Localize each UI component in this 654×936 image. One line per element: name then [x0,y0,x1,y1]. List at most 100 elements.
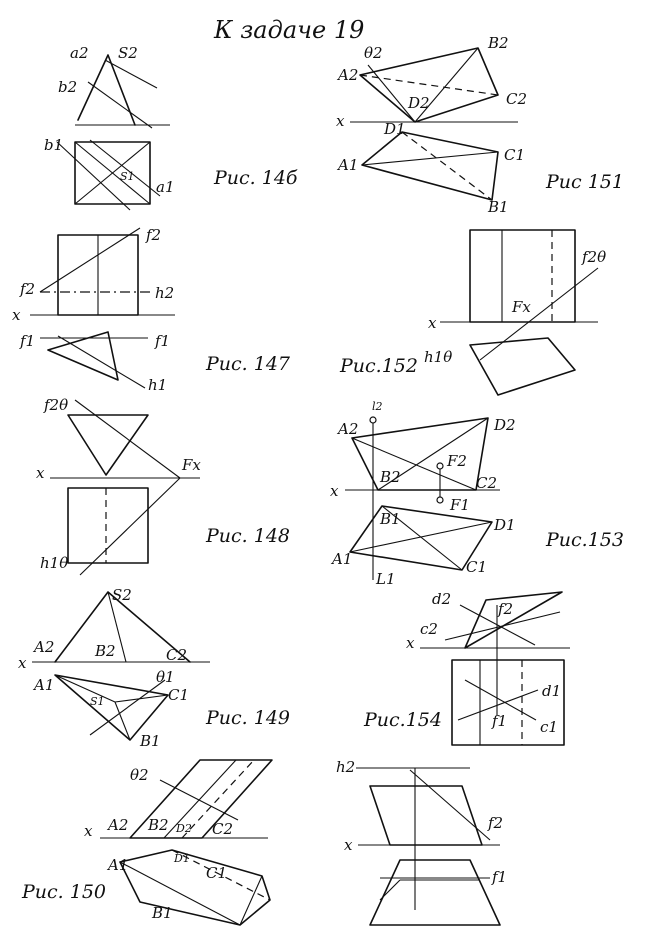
caption-146: Рис. 14б [213,167,298,189]
quad-front-153 [351,417,489,491]
triangle-front-view [67,414,149,476]
label-C2-150: C2 [212,820,233,838]
label-L1-153: L1 [375,570,396,588]
label-S2-149: S2 [112,586,132,604]
label-h2: h2 [155,284,174,302]
figure-153: A2 l2 D2 F2 x B2 C2 F1 B1 D1 A1 C1 L1 Ри… [330,400,624,588]
plane-trace-upper [104,59,158,89]
label-th1-149: θ1 [156,668,175,686]
diag-front-151a [414,47,479,123]
label-D2-153: D2 [493,416,516,434]
prism-top-view-148 [67,487,149,564]
label-c2-154: c2 [420,620,438,638]
diag-top-153b [381,505,463,571]
trace-h1 [57,335,146,389]
point-l2 [369,416,377,424]
label-A1-150: A1 [106,856,128,874]
trace-f2-155 [409,769,491,841]
edge-S1-C1 [114,694,169,703]
prism-top-152 [469,337,576,396]
trapezoid-top-155 [369,859,501,926]
diag-top-151a [361,151,499,166]
label-A1-151: A1 [336,156,358,174]
label-C2-149: C2 [166,646,187,664]
label-A2-151: A2 [336,66,358,84]
label-x-148: x [36,464,45,482]
label-d2-154: d2 [432,590,451,608]
hidden-top-150 [171,849,271,901]
pyramid-top-149 [54,674,169,741]
top-edge-150a [119,861,241,926]
figure-154: d2 f2 c2 x d1 f1 c1 Рис.154 [363,590,570,746]
label-h2-155: h2 [336,758,355,776]
inner-edge-155 [379,879,401,901]
trace-b1 [56,141,131,211]
label-x-151: x [336,112,345,130]
caption-149: Рис. 149 [205,707,290,729]
label-C1-151: C1 [504,146,525,164]
top-edge-150b [239,875,263,926]
edge-S1-B1 [114,701,131,741]
label-f2-155: f2 [487,814,503,832]
quad-front-151 [359,47,499,123]
edge-S2B2 [107,591,127,663]
label-S1-149: S1 [90,695,105,708]
point-F1 [436,496,444,504]
label-B1-153: B1 [379,510,401,528]
pyramid-front-view [77,54,136,126]
label-l2-153: l2 [372,400,383,413]
label-S2: S2 [118,44,138,62]
label-A2-150: A2 [106,816,128,834]
trace-f2-152 [479,267,599,361]
sheet-title: К задаче 19 [213,16,364,44]
label-A1-149: A1 [32,676,54,694]
label-B1-149: B1 [139,732,161,750]
figure-152: f2θ Fx x h1θ Рис.152 [339,229,606,396]
trace-a1 [89,139,161,197]
label-A2-153: A2 [336,420,358,438]
figure-151: θ2 B2 A2 D2 C2 x D1 A1 C1 B1 Рис 151 [336,34,624,216]
label-Fx-152: Fx [511,298,531,316]
figure-146: a2 S2 b2 b1 S1 a1 Рис. 14б [44,44,298,211]
point-F2 [436,462,444,470]
trace-th2-151 [367,64,416,123]
label-x-153: x [330,482,339,500]
label-B2-153: B2 [379,468,401,486]
figure-148: f2θ x Fx h1θ Рис. 148 [36,396,290,576]
caption-154: Рис.154 [363,709,442,731]
label-th2-151: θ2 [364,44,383,62]
prism-top-154 [451,659,565,746]
label-B1-150: B1 [151,904,173,922]
label-D1-151: D1 [383,120,406,138]
trace-h1-148 [79,477,181,576]
trace-f2 [39,227,141,293]
figure-155: h2 f2 x f1 [336,758,507,926]
label-C1-149: C1 [168,686,189,704]
trace-th1 [89,679,166,736]
label-x-155: x [344,836,353,854]
label-f2-left: f2 [19,280,35,298]
label-a1: a1 [156,178,175,196]
label-F2-153: F2 [446,452,467,470]
edge-front-153 [377,417,489,491]
label-f2-154: f2 [497,600,513,618]
prism-edge-150a [163,759,237,839]
label-a2: a2 [70,44,89,62]
label-h1-148: h1θ [40,554,68,572]
label-C1-153: C1 [466,558,487,576]
trace-th2-150 [159,779,239,821]
label-C2-153: C2 [476,474,497,492]
label-Fx-148: Fx [181,456,201,474]
label-h1-152: h1θ [424,348,452,366]
plane-trace-lower [87,81,153,129]
label-x-152: x [428,314,437,332]
label-A1-153: A1 [330,550,352,568]
figure-149: S2 x A2 B2 C2 A1 S1 θ1 C1 B1 Рис. 149 [18,586,290,750]
label-x-149: x [18,654,27,672]
label-b1: b1 [44,136,63,154]
label-B2-149: B2 [94,642,116,660]
label-th2-150: θ2 [130,766,149,784]
caption-150: Рис. 150 [21,881,106,903]
trace-f2-148 [74,399,181,479]
label-b2: b2 [58,78,77,96]
